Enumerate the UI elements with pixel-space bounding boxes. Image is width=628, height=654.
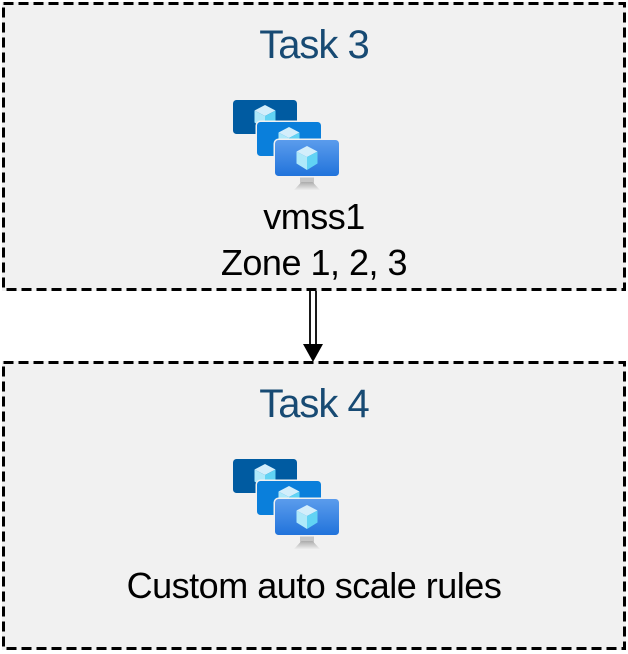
vm-scale-sets-icon [233, 459, 339, 550]
task3-title: Task 3 [259, 23, 370, 67]
autoscale-rules-label: Custom auto scale rules [126, 565, 502, 606]
vm-scale-sets-icon-svg [233, 459, 339, 550]
down-arrow-connector [303, 291, 323, 362]
task4-content: Task 4 Custom auto scale rules [5, 364, 623, 647]
task3-box: Task 3 vmss1 Zone 1, 2, 3 [2, 2, 626, 291]
zones-label: Zone 1, 2, 3 [220, 242, 408, 283]
task3-content: Task 3 vmss1 Zone 1, 2, 3 [5, 5, 623, 288]
vm-scale-sets-icon [233, 100, 339, 191]
task4-title: Task 4 [259, 382, 370, 426]
task4-box: Task 4 Custom auto scale rules [2, 361, 626, 650]
vm-scale-sets-icon-svg [233, 100, 339, 191]
vmss-name-label: vmss1 [263, 196, 365, 237]
